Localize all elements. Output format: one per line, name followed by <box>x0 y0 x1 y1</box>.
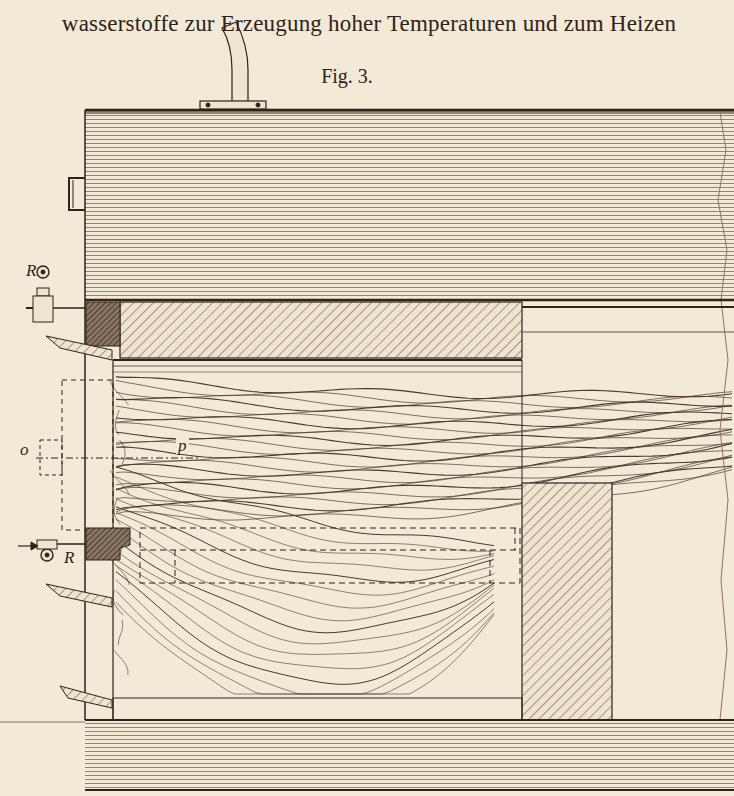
flame-line <box>116 602 494 694</box>
flame-line <box>116 467 732 520</box>
section-label: p <box>176 437 189 454</box>
flame-line <box>120 440 126 465</box>
door-outline <box>62 380 113 530</box>
flame-line <box>116 457 732 505</box>
flame-line <box>114 500 121 525</box>
roof-block <box>120 302 522 358</box>
wall-block <box>86 528 130 560</box>
flame-line <box>116 420 732 446</box>
flame-line <box>116 466 732 511</box>
flame-line <box>116 412 732 429</box>
base-slab <box>85 720 734 790</box>
flame-line <box>116 444 732 477</box>
figure-title: wasserstoffe zur Erzeugung hoher Tempera… <box>62 12 676 35</box>
valve-label: R <box>62 549 76 566</box>
valve-label: R <box>26 262 36 279</box>
flame-line <box>116 488 494 559</box>
flame-line <box>116 398 732 414</box>
flame-line <box>116 580 494 694</box>
wall-block <box>86 302 120 346</box>
flame-line <box>116 392 732 407</box>
hearth <box>113 698 522 720</box>
flame-line <box>113 650 128 675</box>
flame-line <box>111 560 129 585</box>
inlet-arrow <box>18 542 38 550</box>
flame-line <box>116 528 494 621</box>
figure-number: Fig. 3. <box>321 66 373 86</box>
flame-line <box>116 551 494 644</box>
flame-line <box>116 443 732 483</box>
flame-line <box>116 451 732 489</box>
section-label: o <box>20 441 29 458</box>
flame-line <box>113 590 123 615</box>
flame-line <box>116 417 732 440</box>
gas-pipe <box>200 22 266 109</box>
section-line <box>36 458 200 459</box>
flame-line <box>116 519 494 608</box>
flue-band <box>85 110 734 790</box>
flame-line <box>116 559 494 654</box>
flame-lines <box>110 377 732 694</box>
flame-line <box>116 591 494 694</box>
firebox <box>113 360 522 720</box>
flame-line <box>116 444 732 473</box>
flame-line <box>116 432 732 455</box>
flame-line <box>116 467 494 546</box>
flame-line <box>118 620 123 645</box>
gauge-tube <box>69 178 85 210</box>
flame-line <box>116 405 732 424</box>
flame-line <box>116 380 732 403</box>
flame-line <box>116 507 494 583</box>
flame-line <box>116 419 732 433</box>
bridge-wall <box>522 483 612 720</box>
flame-line <box>116 470 732 516</box>
flame-line <box>116 477 494 551</box>
flame-line <box>116 572 494 685</box>
flame-line <box>116 499 494 570</box>
grate <box>140 528 520 583</box>
flame-line <box>115 410 119 435</box>
air-port <box>46 336 112 708</box>
valve <box>26 266 86 561</box>
flame-line <box>116 435 732 467</box>
